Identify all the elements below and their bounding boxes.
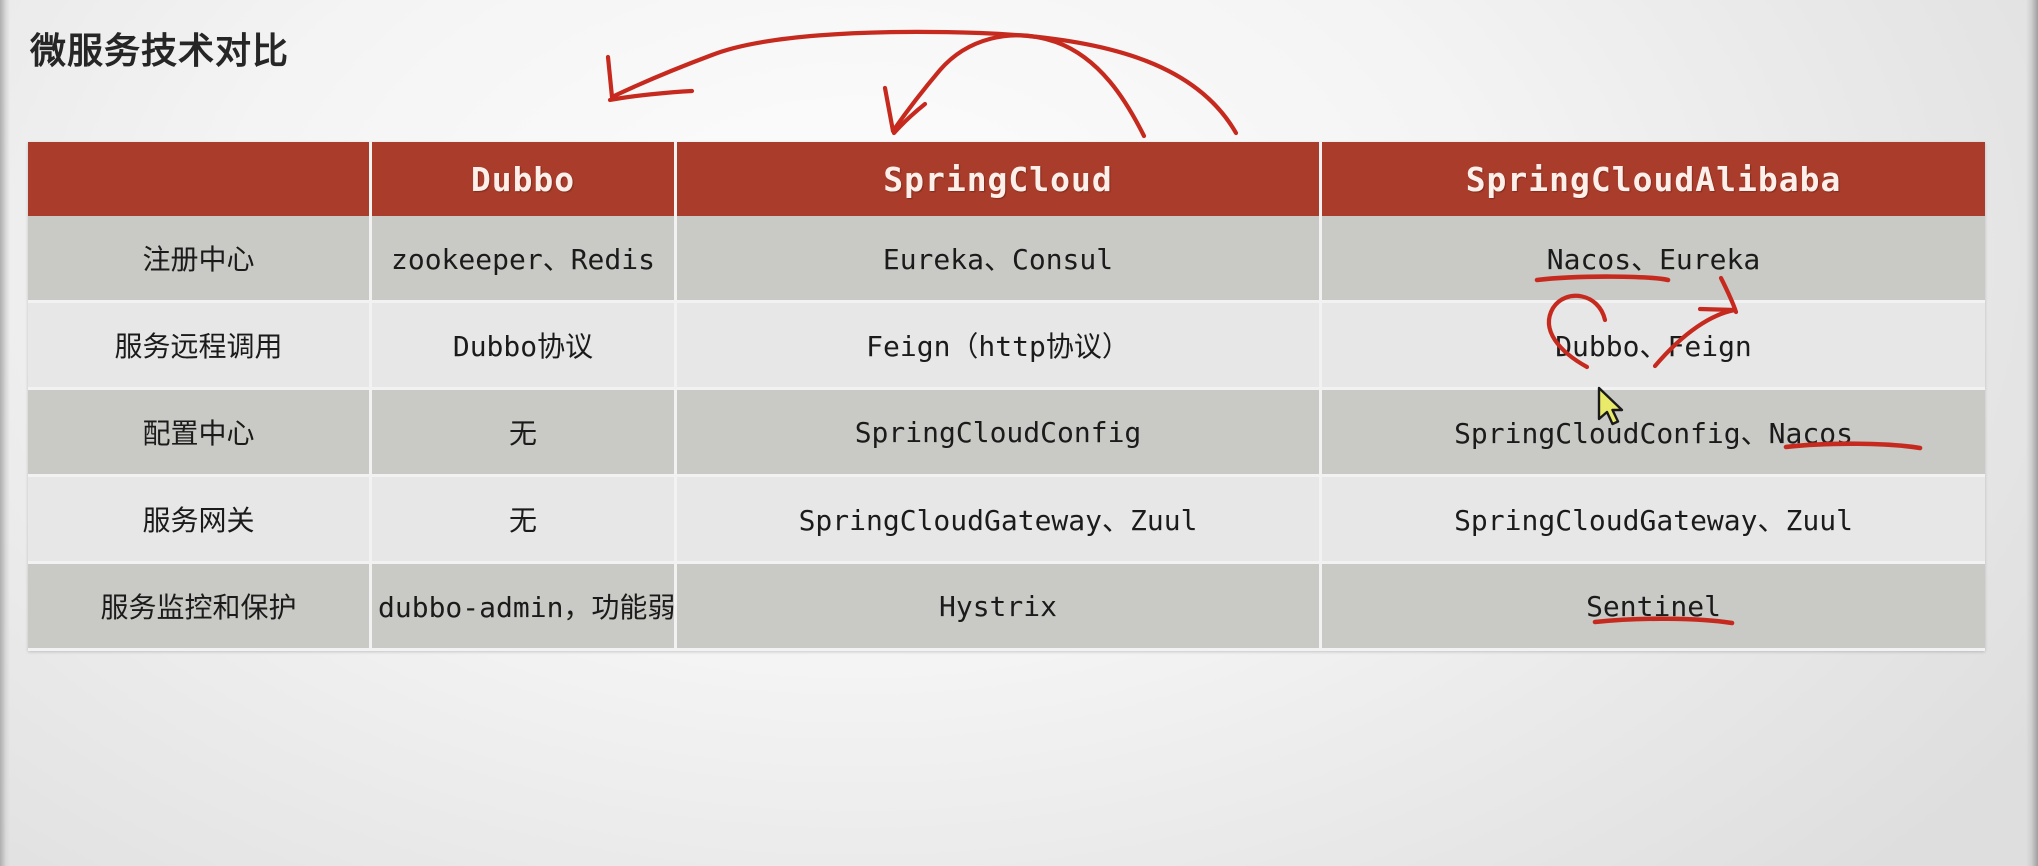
cell-alibaba: Sentinel: [1322, 564, 1985, 651]
arrow-to-dubbo-head-wing-a: [605, 54, 615, 100]
cell-dubbo: dubbo-admin，功能弱: [372, 564, 677, 651]
cell-dubbo: 无: [372, 390, 677, 477]
row-label: 服务远程调用: [28, 303, 372, 390]
cell-alibaba: SpringCloudGateway、Zuul: [1322, 477, 1985, 564]
comparison-table: Dubbo SpringCloud SpringCloudAlibaba 注册中…: [28, 142, 1985, 651]
cell-dubbo: 无: [372, 477, 677, 564]
arrow-to-springcloud-head-wing-b: [891, 101, 928, 136]
arrow-to-springcloud-head-wing-a: [882, 85, 896, 134]
header-cell-springcloud: SpringCloud: [677, 142, 1322, 216]
table-row: 服务网关 无 SpringCloudGateway、Zuul SpringClo…: [28, 477, 1985, 564]
cell-alibaba: SpringCloudConfig、Nacos: [1322, 390, 1985, 477]
table-row: 注册中心 zookeeper、Redis Eureka、Consul Nacos…: [28, 216, 1985, 303]
cell-springcloud: Eureka、Consul: [677, 216, 1322, 303]
table-row: 服务远程调用 Dubbo协议 Feign（http协议） Dubbo、Feign: [28, 303, 1985, 390]
arrow-to-dubbo-head-wing-b: [607, 88, 695, 103]
cell-dubbo: zookeeper、Redis: [372, 216, 677, 303]
row-label: 服务监控和保护: [28, 564, 372, 651]
cell-alibaba: Dubbo、Feign: [1322, 303, 1985, 390]
arrow-to-dubbo-header: [609, 29, 1239, 136]
header-cell-dubbo: Dubbo: [372, 142, 677, 216]
cell-springcloud: SpringCloudConfig: [677, 390, 1322, 477]
header-cell-blank: [28, 142, 372, 216]
cell-dubbo: Dubbo协议: [372, 303, 677, 390]
page-title: 微服务技术对比: [30, 30, 290, 71]
row-label: 服务网关: [28, 477, 372, 564]
table-row: 配置中心 无 SpringCloudConfig SpringCloudConf…: [28, 390, 1985, 477]
cell-alibaba: Nacos、Eureka: [1322, 216, 1985, 303]
table-row: 服务监控和保护 dubbo-admin，功能弱 Hystrix Sentinel: [28, 564, 1985, 651]
cell-springcloud: Feign（http协议）: [677, 303, 1322, 390]
header-cell-alibaba: SpringCloudAlibaba: [1322, 142, 1985, 216]
table-header-row: Dubbo SpringCloud SpringCloudAlibaba: [28, 142, 1985, 216]
row-label: 注册中心: [28, 216, 372, 303]
cell-springcloud: SpringCloudGateway、Zuul: [677, 477, 1322, 564]
row-label: 配置中心: [28, 390, 372, 477]
cell-springcloud: Hystrix: [677, 564, 1322, 651]
arrow-to-springcloud-header: [890, 33, 1147, 139]
